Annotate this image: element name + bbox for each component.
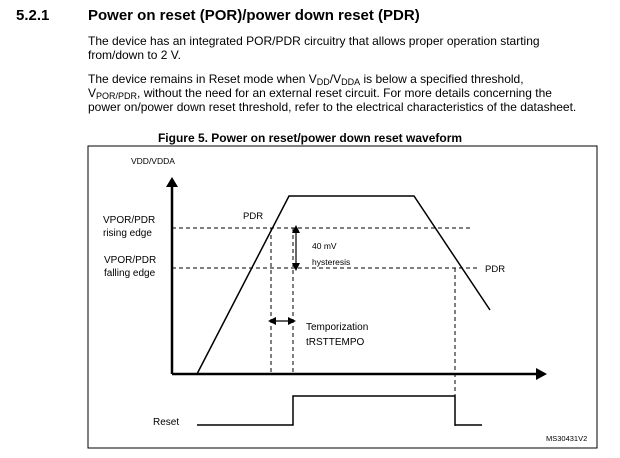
paragraph-text: , without the need for an external reset…	[137, 86, 552, 100]
reset-label: Reset	[153, 417, 179, 428]
rising-edge-label: rising edge	[103, 228, 152, 239]
paragraph-line: The device has an integrated POR/PDR cir…	[88, 34, 540, 48]
paragraph-text: is below a specified threshold,	[360, 72, 524, 86]
figure-caption: Figure 5. Power on reset/power down rese…	[157, 131, 463, 145]
section-number: 5.2.1	[16, 7, 50, 24]
pdr-label-right: PDR	[485, 264, 505, 275]
subscript: DDA	[341, 77, 361, 87]
paragraph-text: power on/power down reset threshold, ref…	[88, 100, 577, 114]
figure-id: MS30431V2	[546, 434, 587, 443]
vdd-waveform	[196, 195, 491, 375]
temporization-label: Temporization	[306, 322, 368, 333]
section-title: Power on reset (POR)/power down reset (P…	[88, 7, 420, 24]
pdr-label-top: PDR	[243, 211, 263, 222]
x-axis-arrow	[536, 368, 547, 380]
y-axis-arrow	[166, 177, 178, 187]
rising-threshold-label: VPOR/PDR	[103, 215, 155, 226]
paragraph-text: V	[88, 86, 97, 100]
paragraph-text: The device remains in Reset mode when V	[88, 72, 317, 86]
y-axis-label: VDD/VDDA	[131, 156, 175, 166]
hysteresis-value: 40 mV	[312, 241, 337, 251]
paragraph-reset-mode: The device remains in Reset mode when VD…	[88, 72, 608, 114]
subscript: POR/PDR	[96, 91, 138, 101]
paragraph-text: /V	[329, 72, 342, 86]
falling-edge-label: falling edge	[104, 268, 156, 279]
paragraph-line: from/down to 2 V.	[88, 48, 181, 62]
hysteresis-label: hysteresis	[312, 257, 350, 267]
reset-waveform	[197, 395, 482, 426]
trsttempo-label: tRSTTEMPO	[306, 337, 365, 348]
subscript: DD	[316, 77, 330, 87]
figure-frame	[87, 145, 598, 449]
paragraph-intro: The device has an integrated POR/PDR cir…	[88, 34, 608, 62]
falling-threshold-label: VPOR/PDR	[104, 255, 156, 266]
